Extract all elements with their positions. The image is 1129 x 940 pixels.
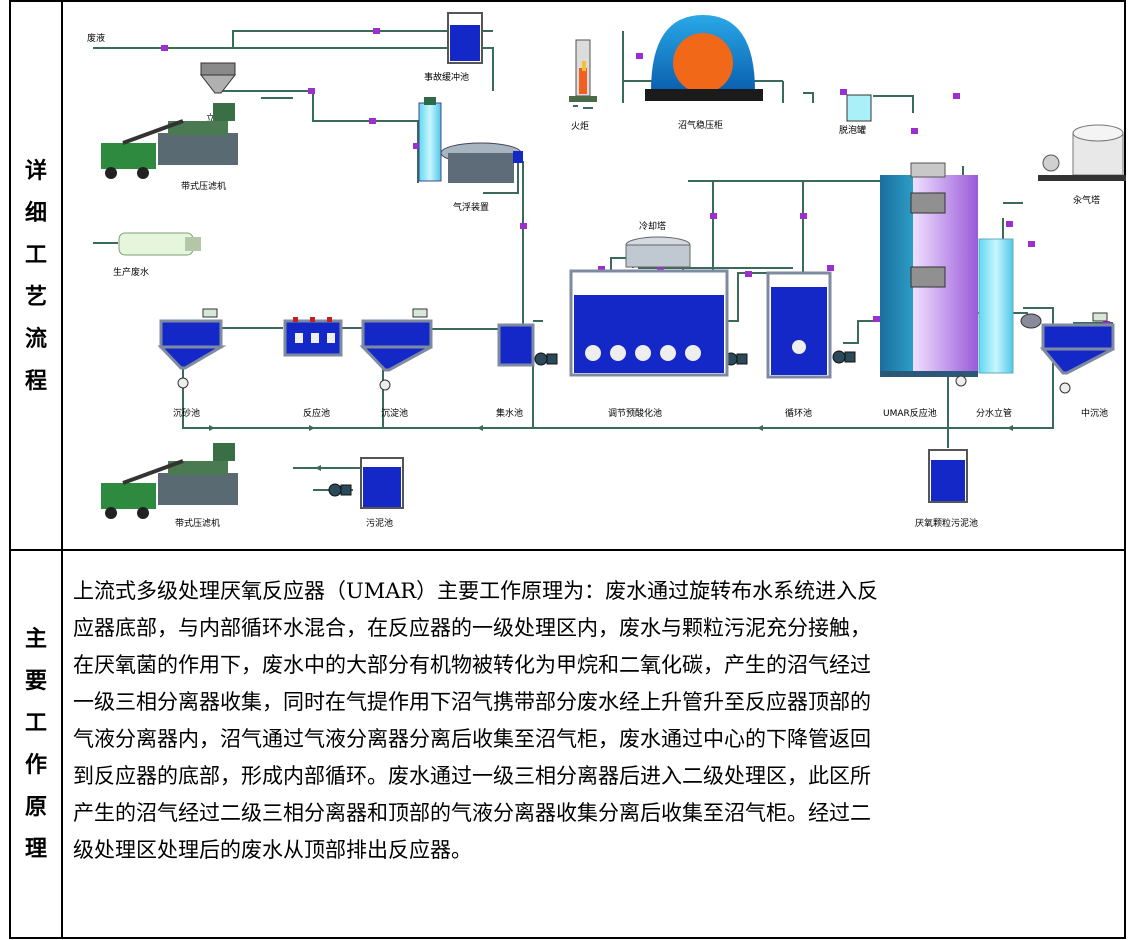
principle-label: 主要工作原理 xyxy=(24,626,47,862)
grit-chamber xyxy=(157,308,227,389)
label-stripping-tower: 汆气塔 xyxy=(1073,194,1100,206)
process-flow-diagram: 立筛 废液 事故缓冲池 带式压滤机 xyxy=(87,12,1126,529)
vibrating-screen xyxy=(199,62,237,94)
principle-line: 气液分离器内，沼气通过气液分离器分离后收集至沼气柜，废水通过中心的下降管返回 xyxy=(73,727,871,751)
principle-text-cell: 上流式多级处理厌氧反应器（UMAR）主要工作原理为：废水通过旋转布水系统进入反 … xyxy=(61,549,1126,939)
reaction-tank xyxy=(283,317,343,357)
label-flare: 火炬 xyxy=(571,120,589,132)
label-flotation: 气浮装置 xyxy=(453,201,489,213)
defoaming-tank xyxy=(846,94,872,122)
circulation-tank xyxy=(766,271,832,379)
principle-line: 产生的沼气经过二级三相分离器和顶部的气液分离器收集分离后收集至沼气柜。经过二 xyxy=(73,801,871,825)
sludge-tank xyxy=(360,457,404,509)
belt-filter-press-2 xyxy=(101,443,238,519)
label-production-wastewater: 生产废水 xyxy=(113,266,149,278)
process-diagram-cell: 立筛 废液 事故缓冲池 带式压滤机 xyxy=(61,0,1126,551)
label-emergency-buffer: 事故缓冲池 xyxy=(424,71,469,83)
principle-line: 上流式多级处理厌氧反应器（UMAR）主要工作原理为：废水通过旋转布水系统进入反 xyxy=(73,579,879,603)
label-sedimentation-tank: 沉淀池 xyxy=(381,407,408,419)
label-umar-reactor: UMAR反应池 xyxy=(883,407,937,419)
principle-line: 在厌氧菌的作用下，废水中的大部分有机物被转化为甲烷和二氧化碳，产生的沼气经过 xyxy=(73,653,871,677)
principle-row: 主要工作原理 上流式多级处理厌氧反应器（UMAR）主要工作原理为：废水通过旋转布… xyxy=(9,549,1126,939)
process-flow-label: 详细工艺流程 xyxy=(24,157,47,394)
principle-line: 应器底部，与内部循环水混合，在反应器的一级处理区内，废水与颗粒污泥充分接触， xyxy=(73,616,871,640)
equalization-acidification-tank xyxy=(569,269,729,377)
belt-filter-press-1 xyxy=(101,103,238,179)
label-equalization-tank: 调节预酸化池 xyxy=(608,407,662,419)
label-circulation-tank: 循环池 xyxy=(785,407,812,419)
principle-paragraph: 上流式多级处理厌氧反应器（UMAR）主要工作原理为：废水通过旋转布水系统进入反 … xyxy=(63,551,1124,869)
label-reaction-tank: 反应池 xyxy=(303,407,330,419)
collection-tank xyxy=(497,323,535,367)
label-defoaming-tank: 脱泡罐 xyxy=(839,124,866,136)
biogas-holder xyxy=(645,15,763,101)
process-flow-row: 详细工艺流程 xyxy=(9,0,1126,551)
principle-line: 级处理区处理后的废水从顶部排出反应器。 xyxy=(73,838,472,862)
label-biogas-holder: 沼气稳压柜 xyxy=(678,119,723,131)
label-distribution-riser: 分水立管 xyxy=(976,407,1012,419)
stripping-tower xyxy=(1038,124,1126,181)
umar-reactor xyxy=(880,162,978,377)
label-belt-press-top: 带式压滤机 xyxy=(181,180,226,192)
emergency-buffer-tank xyxy=(447,12,483,64)
process-flow-label-cell: 详细工艺流程 xyxy=(9,0,63,551)
production-wastewater-unit xyxy=(118,232,201,256)
intermediate-clarifier xyxy=(1020,312,1115,394)
dissolved-air-flotation xyxy=(418,97,523,183)
label-anaerobic-sludge-tank: 厌氧颗粒污泥池 xyxy=(915,517,978,529)
principle-label-cell: 主要工作原理 xyxy=(9,549,63,939)
principle-line: 一级三相分离器收集，同时在气提作用下沼气携带部分废水经上升管升至反应器顶部的 xyxy=(73,690,871,714)
cooling-tower xyxy=(625,236,691,268)
label-belt-press-bottom: 带式压滤机 xyxy=(175,517,220,529)
label-collection-tank: 集水池 xyxy=(496,407,523,419)
pumps xyxy=(328,350,856,497)
label-waste-liquid: 废液 xyxy=(87,32,105,44)
distribution-riser xyxy=(955,238,1014,387)
principle-line: 到反应器的底部，形成内部循环。废水通过一级三相分离器后进入二级处理区，此区所 xyxy=(73,764,871,788)
document-table: 详细工艺流程 xyxy=(9,0,1126,939)
flow-arrows xyxy=(209,425,1013,471)
label-sludge-tank: 污泥池 xyxy=(366,517,393,529)
flare xyxy=(569,39,597,102)
label-cooling-tower: 冷却塔 xyxy=(639,220,666,232)
sedimentation-tank xyxy=(359,308,433,391)
label-intermediate-clarifier: 中沉池 xyxy=(1081,407,1108,419)
label-grit-chamber: 沉砂池 xyxy=(173,407,200,419)
anaerobic-granular-sludge-tank xyxy=(928,449,968,503)
